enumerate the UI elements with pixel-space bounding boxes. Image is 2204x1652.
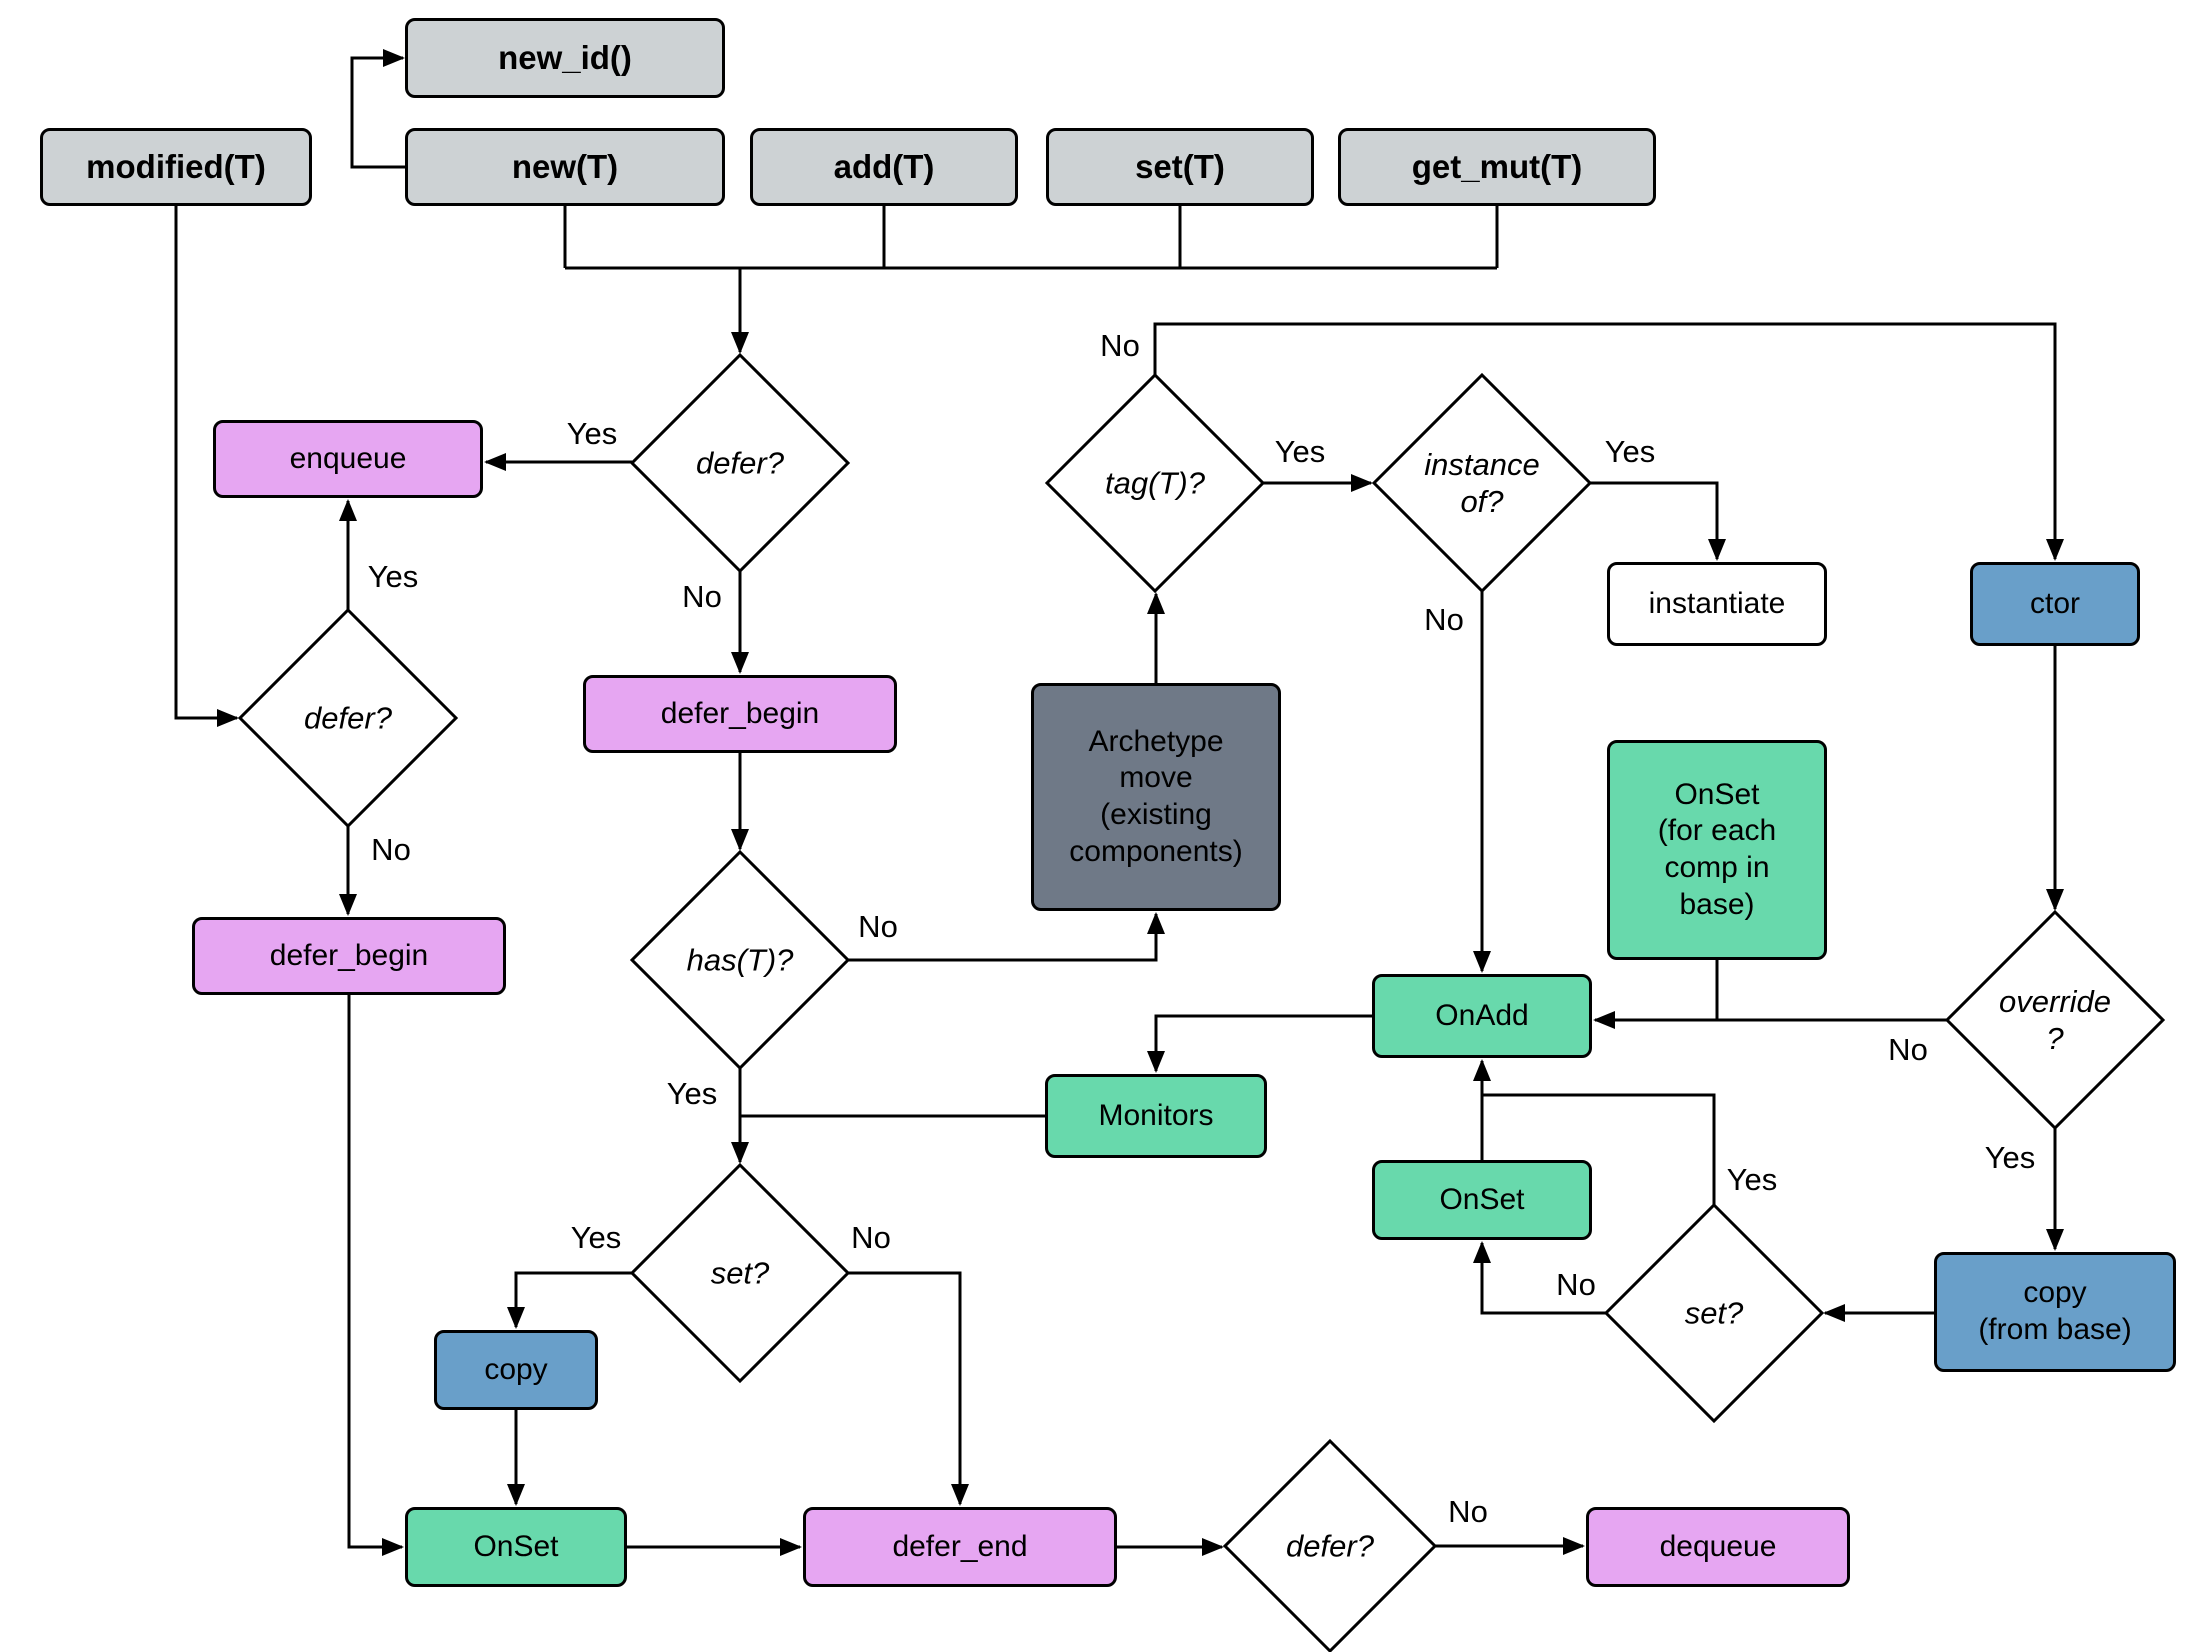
edge-deferbeginleft-to-onset [347, 995, 404, 1556]
edge-label-hast-no: No [858, 909, 898, 944]
edge-setright-yes-onadd [1482, 1093, 1716, 1205]
diamond-has-t [629, 849, 851, 1071]
edge-setleft-yes-copy [507, 1271, 632, 1329]
edge-tag-no-ctor [1153, 322, 2064, 561]
edge-label-defer-yes: Yes [566, 416, 618, 451]
label-set-left: set? [710, 1255, 770, 1291]
node-archetype-move: Archetype move (existing components) [1031, 683, 1281, 911]
edge-hast-no-archetype [848, 912, 1165, 962]
node-new-id: new_id() [405, 18, 725, 98]
label-has-t: has(T)? [686, 942, 794, 978]
edge-label-deferbottom-no: No [1448, 1494, 1488, 1529]
edge-label-deferleft-yes: Yes [367, 559, 419, 594]
node-defer-begin-left: defer_begin [192, 917, 506, 995]
node-instantiate: instantiate [1607, 562, 1827, 646]
node-get-mut: get_mut(T) [1338, 128, 1656, 206]
node-defer-begin-center: defer_begin [583, 675, 897, 753]
node-ctor: ctor [1970, 562, 2140, 646]
label-defer-bottom: defer? [1286, 1528, 1374, 1564]
label-override: override ? [1999, 983, 2111, 1056]
node-copy: copy [434, 1330, 598, 1410]
edge-label-hast-yes: Yes [666, 1076, 718, 1111]
node-onset-bottom: OnSet [405, 1507, 627, 1587]
edge-label-setleft-yes: Yes [570, 1220, 622, 1255]
label-defer-left: defer? [304, 700, 392, 736]
diamond-defer-left [237, 607, 459, 829]
diamond-set-left [629, 1162, 851, 1384]
edge-new-to-newid [350, 49, 405, 169]
edge-instance-yes-instantiate [1590, 481, 1726, 561]
label-set-right: set? [1684, 1295, 1744, 1331]
node-add: add(T) [750, 128, 1018, 206]
diamond-tag-t [1044, 372, 1266, 594]
label-instance-of: instance of? [1424, 446, 1540, 519]
node-onset-mid: OnSet [1372, 1160, 1592, 1240]
edge-label-setright-yes: Yes [1726, 1162, 1778, 1197]
node-monitors: Monitors [1045, 1074, 1267, 1158]
edge-label-override-yes: Yes [1984, 1140, 2036, 1175]
node-copy-from-base: copy (from base) [1934, 1252, 2176, 1372]
node-new: new(T) [405, 128, 725, 206]
edge-label-instance-yes: Yes [1604, 434, 1656, 469]
edge-ops-bus [563, 206, 1499, 270]
edge-label-defer-no: No [682, 579, 722, 614]
edge-setleft-no-deferend [848, 1271, 969, 1506]
edge-label-tag-no: No [1100, 328, 1140, 363]
edge-label-setright-no: No [1556, 1267, 1596, 1302]
edge-onadd-to-monitors [1147, 1014, 1372, 1073]
label-tag-t: tag(T)? [1105, 465, 1205, 501]
edge-label-setleft-no: No [851, 1220, 891, 1255]
node-enqueue: enqueue [213, 420, 483, 498]
node-onset-base: OnSet (for each comp in base) [1607, 740, 1827, 960]
diamond-defer-center [629, 352, 851, 574]
edge-label-deferleft-no: No [371, 832, 411, 867]
edge-modified-to-deferleft [174, 206, 239, 727]
edge-setright-no-onsetmid [1473, 1241, 1606, 1315]
diamond-instance-of [1371, 372, 1593, 594]
edge-label-instance-no: No [1424, 602, 1464, 637]
edge-label-override-no: No [1888, 1032, 1928, 1067]
node-defer-end: defer_end [803, 1507, 1117, 1587]
edge-label-tag-yes: Yes [1274, 434, 1326, 469]
diamond-set-right [1603, 1202, 1825, 1424]
node-modified: modified(T) [40, 128, 312, 206]
node-onadd: OnAdd [1372, 974, 1592, 1058]
diamond-defer-bottom [1222, 1438, 1438, 1652]
diamond-override [1944, 909, 2166, 1131]
label-defer-center: defer? [696, 445, 784, 481]
node-set: set(T) [1046, 128, 1314, 206]
node-dequeue: dequeue [1586, 1507, 1850, 1587]
